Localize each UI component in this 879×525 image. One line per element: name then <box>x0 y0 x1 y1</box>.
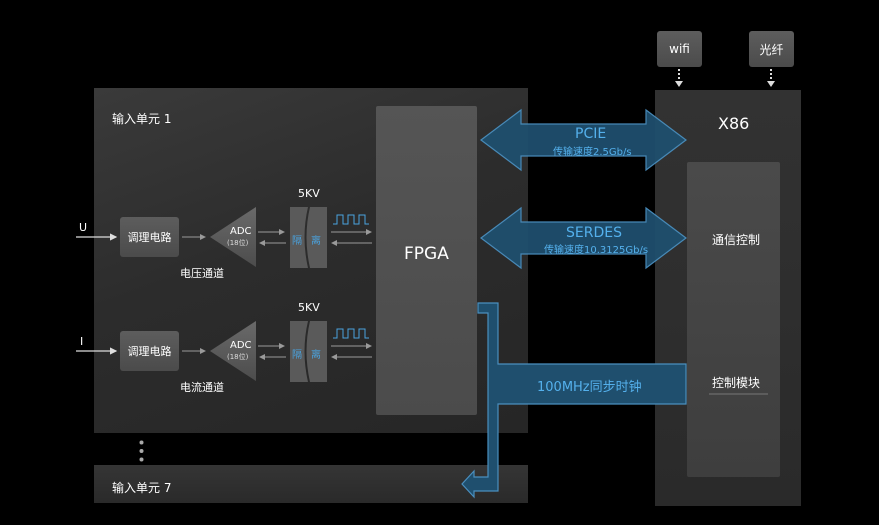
fiber-box: 光纤 <box>749 31 794 67</box>
comm-control-label: 通信控制 <box>712 233 761 247</box>
x86-title: X86 <box>718 114 750 133</box>
current-adc-label: ADC <box>230 340 252 351</box>
pcie-name: PCIE <box>575 126 607 142</box>
fpga-block <box>376 106 477 415</box>
pulse-wave-current <box>333 328 369 339</box>
pcie-arrow <box>480 108 687 172</box>
voltage-isolation-char-1: 隔 <box>292 236 302 247</box>
voltage-signal-label: U <box>79 221 88 234</box>
wifi-dotted-arrow <box>675 69 683 87</box>
voltage-channel-graphics <box>76 207 372 268</box>
wifi-label: wifi <box>669 42 690 56</box>
adc-triangle-voltage <box>210 207 256 267</box>
current-signal-label: I <box>80 335 84 348</box>
fiber-label: 光纤 <box>759 42 784 57</box>
voltage-channel-name: 电压通道 <box>180 267 224 280</box>
x86-control-block <box>687 162 780 477</box>
voltage-adc-label: ADC <box>230 226 252 237</box>
current-channel-name: 电流通道 <box>180 381 224 394</box>
pulse-wave-voltage <box>333 214 369 225</box>
adc-triangle-current <box>210 321 256 381</box>
voltage-isolation-char-2: 离 <box>311 236 321 247</box>
voltage-conditioning-box: 调理电路 <box>120 217 179 257</box>
current-channel-graphics <box>76 321 372 382</box>
voltage-isolation-kv: 5KV <box>298 187 320 200</box>
input-unit-1-title: 输入单元 1 <box>112 112 172 126</box>
fiber-dotted-arrow <box>767 69 775 87</box>
control-module-label: 控制模块 <box>712 376 761 390</box>
isolation-block-current <box>290 321 327 382</box>
sync-clock-label: 100MHz同步时钟 <box>537 380 642 395</box>
input-unit-7-panel <box>94 465 528 503</box>
isolation-block-voltage <box>290 207 327 268</box>
current-isolation-kv: 5KV <box>298 301 320 314</box>
voltage-adc-bits: (18位) <box>227 239 249 247</box>
current-conditioning-box: 调理电路 <box>120 331 179 371</box>
voltage-conditioning-label: 调理电路 <box>127 231 172 244</box>
wifi-box: wifi <box>657 31 702 67</box>
current-conditioning-label: 调理电路 <box>127 345 172 358</box>
current-isolation-char-1: 隔 <box>292 350 302 361</box>
serdes-arrow <box>480 206 687 270</box>
current-adc-bits: (18位) <box>227 353 249 361</box>
sync-clock-path <box>461 302 687 499</box>
serdes-name: SERDES <box>566 225 622 241</box>
input-unit-7-title: 输入单元 7 <box>112 481 172 495</box>
more-units-dots <box>139 440 144 462</box>
current-isolation-char-2: 离 <box>311 350 321 361</box>
serdes-speed: 传输速度10.3125Gb/s <box>544 245 649 256</box>
pcie-speed: 传输速度2.5Gb/s <box>553 147 632 158</box>
fpga-label: FPGA <box>404 244 449 264</box>
